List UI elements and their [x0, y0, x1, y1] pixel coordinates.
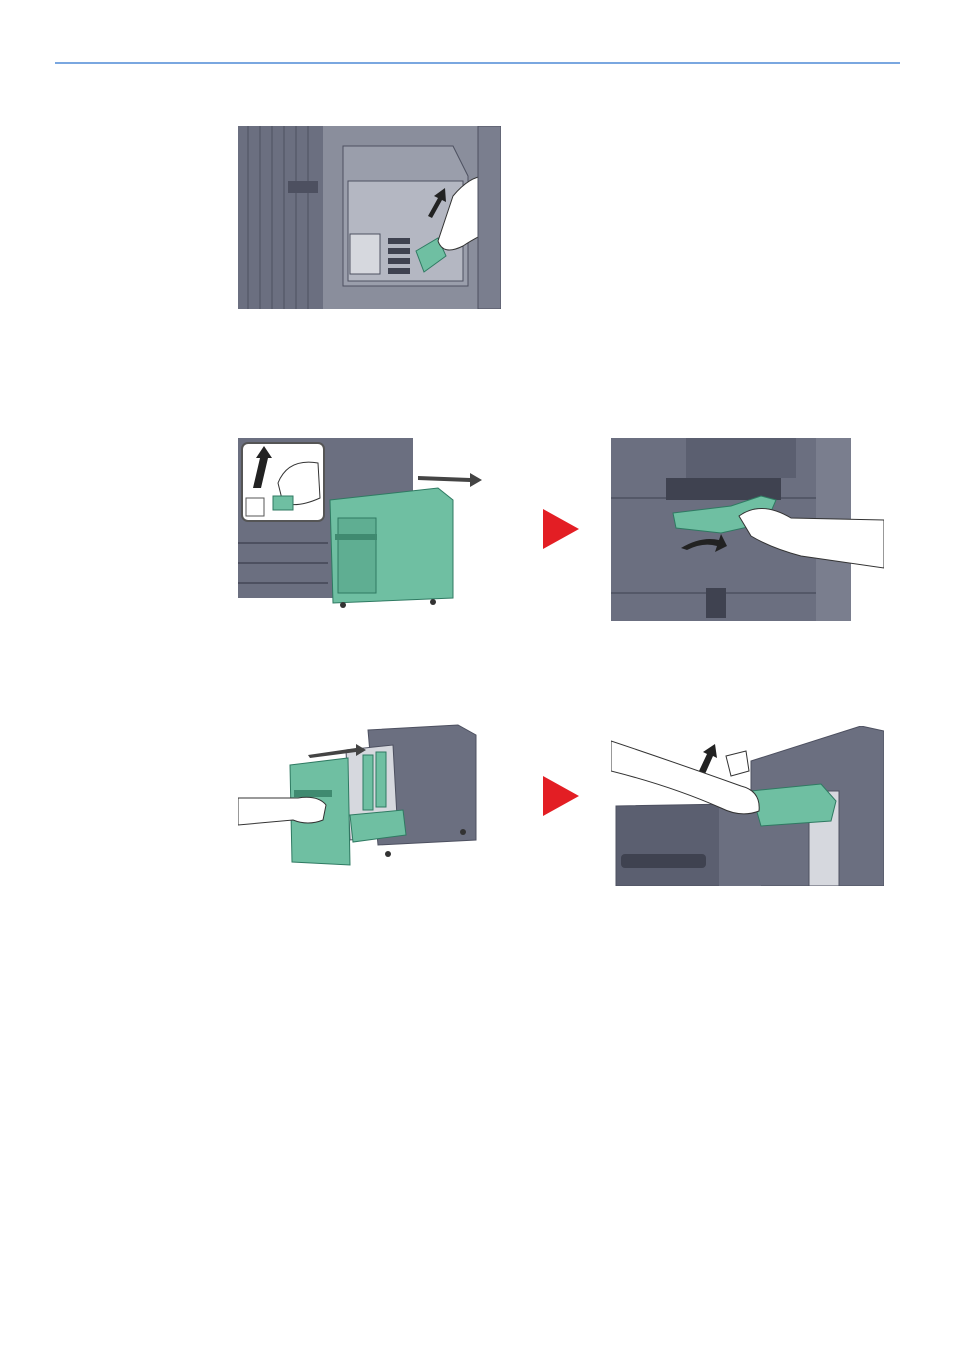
illustration-remove-jammed-paper-inside-cover: [238, 126, 501, 309]
illustration-remove-paper-from-deck: [611, 726, 884, 886]
red-right-triangle-icon: [543, 509, 579, 549]
illustration-pull-out-side-feeder: [238, 438, 482, 608]
red-right-triangle-icon: [543, 776, 579, 816]
header-rule: [55, 62, 900, 64]
illustration-remove-paper-from-feed-slot: [611, 438, 884, 621]
illustration-pull-out-deck-drawer: [238, 720, 478, 868]
